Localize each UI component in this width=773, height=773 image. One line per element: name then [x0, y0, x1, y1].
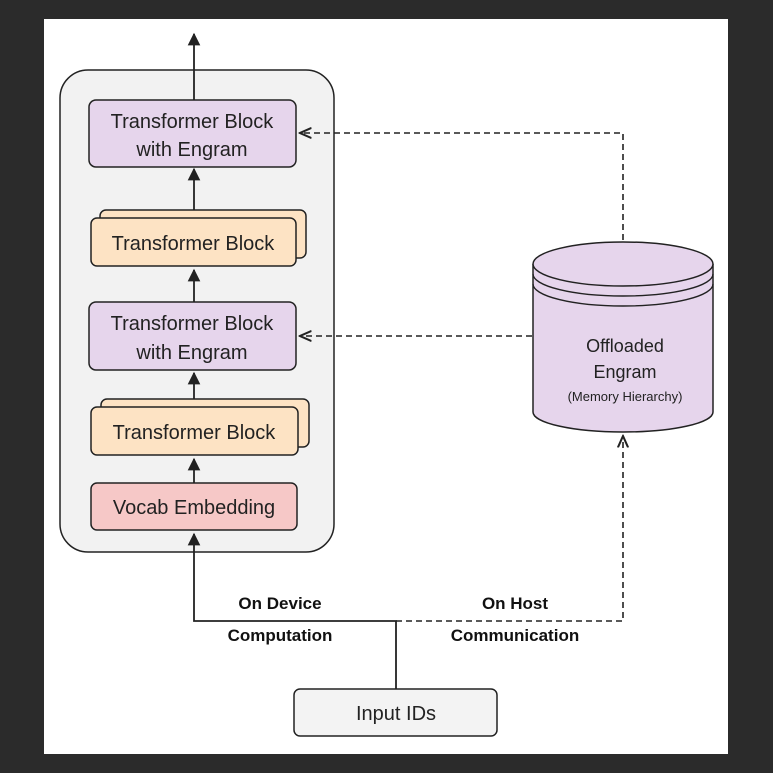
engram-block-mid-line1: Transformer Block: [111, 313, 275, 335]
input-ids-label: Input IDs: [356, 703, 436, 725]
transformer-block-bottom: Transformer Block: [90, 398, 310, 456]
storage-label-line2: Engram: [593, 362, 656, 382]
device-path-line: [187, 532, 397, 689]
storage-top: [532, 241, 714, 287]
transformer-block-top: Transformer Block: [90, 209, 307, 267]
storage-label-line3: (Memory Hierarchy): [568, 389, 683, 404]
transformer-block-bottom-label: Transformer Block: [113, 422, 277, 444]
vocab-embedding-label: Vocab Embedding: [113, 497, 275, 519]
storage-ring-2: [532, 283, 714, 307]
storage-label-line1: Offloaded: [586, 336, 664, 356]
vocab-embedding-block: Vocab Embedding: [90, 482, 298, 531]
engram-block-mid-line2: with Engram: [135, 342, 247, 364]
engram-block-top-line2: with Engram: [135, 139, 247, 161]
engram-block-top-line1: Transformer Block: [111, 111, 275, 133]
offloaded-engram-storage: Offloaded Engram (Memory Hierarchy): [532, 241, 714, 433]
input-ids-box: Input IDs: [293, 688, 498, 737]
storage-ring-1: [532, 273, 714, 297]
device-label-line2: Computation: [228, 626, 333, 645]
engram-fetch-top-line: [300, 133, 624, 240]
host-label-line1: On Host: [482, 594, 548, 613]
engram-block-top: Transformer Block with Engram: [88, 99, 297, 168]
host-path-line: [396, 436, 623, 622]
storage-body: [532, 264, 714, 433]
transformer-block-top-label: Transformer Block: [112, 233, 276, 255]
host-label-line2: Communication: [451, 626, 579, 645]
device-label-line1: On Device: [238, 594, 321, 613]
engram-block-mid: Transformer Block with Engram: [88, 301, 297, 371]
